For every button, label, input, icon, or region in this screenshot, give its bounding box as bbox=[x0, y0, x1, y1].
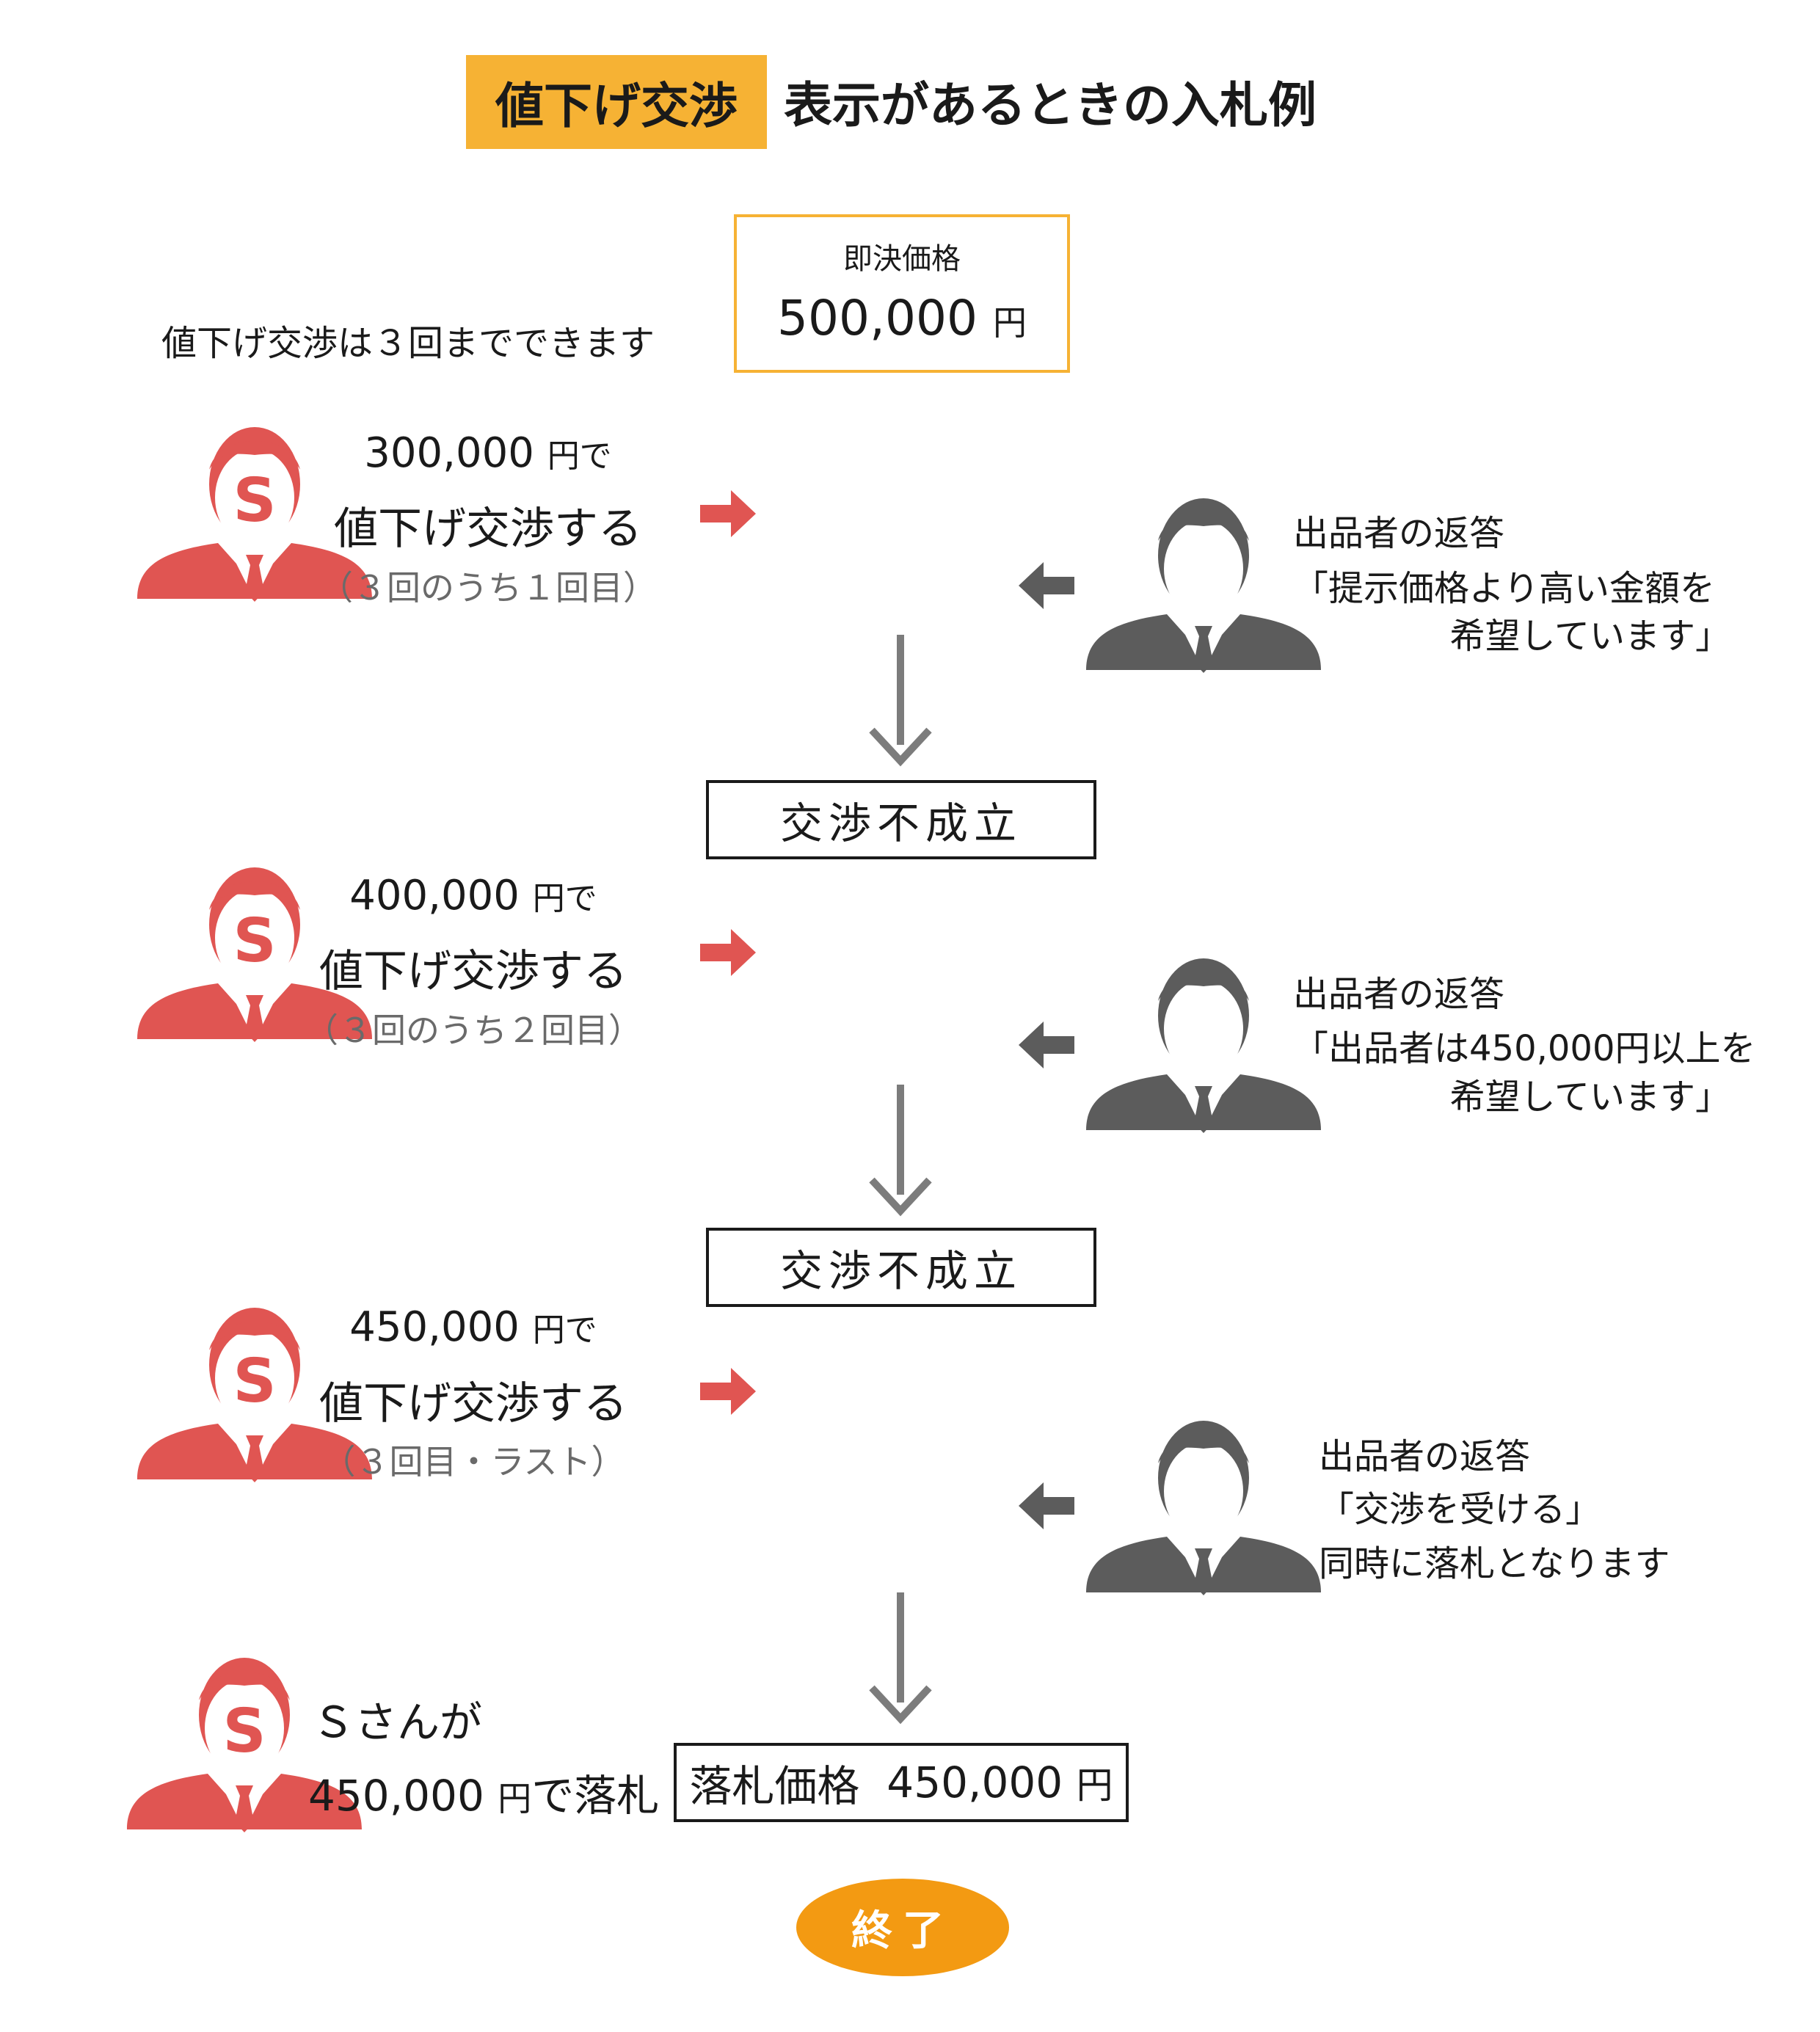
bid-amount-1: 300,000 円で bbox=[290, 429, 686, 477]
winner-suffix: で落札 bbox=[531, 1771, 660, 1821]
negotiation-limit-note: 値下げ交渉は３回までできます bbox=[161, 323, 655, 364]
reply-line2-1: 希望しています」 bbox=[1449, 616, 1730, 657]
bid-amount-value: 400,000 bbox=[349, 872, 520, 920]
winner-unit: 円 bbox=[498, 1779, 532, 1818]
seller-person-icon bbox=[1086, 1421, 1321, 1595]
bid-amount-2: 400,000 円で bbox=[275, 872, 671, 920]
arrow-right-icon bbox=[700, 1368, 756, 1415]
bid-action-3: 値下げ交渉する bbox=[319, 1378, 627, 1430]
winner-amount: 450,000 bbox=[308, 1771, 484, 1821]
arrow-right-icon bbox=[700, 490, 756, 537]
arrow-down-icon bbox=[869, 1592, 932, 1725]
buy-now-box bbox=[734, 214, 1070, 373]
result-text: 交渉不成立 bbox=[779, 1246, 1022, 1296]
buy-now-label: 即決価格 bbox=[843, 242, 961, 276]
winning-price-label: 落札価格 bbox=[689, 1761, 860, 1811]
result-box-1: 交渉不成立 bbox=[706, 780, 1096, 859]
arrow-down-icon bbox=[869, 1085, 932, 1217]
result-text: 交渉不成立 bbox=[779, 798, 1022, 848]
reply-title-3: 出品者の返答 bbox=[1319, 1436, 1531, 1477]
arrow-right-icon bbox=[700, 929, 756, 976]
winner-line2: 450,000 円で落札 bbox=[308, 1761, 659, 1823]
bid-amount-unit: 円で bbox=[547, 437, 612, 475]
title-badge: 値下げ交渉 bbox=[466, 55, 767, 149]
reply-line1-3: 「交渉を受ける」 bbox=[1319, 1489, 1601, 1530]
bid-amount-unit: 円で bbox=[532, 880, 597, 917]
title-badge-text: 値下げ交渉 bbox=[495, 78, 738, 134]
end-text: 終了 bbox=[851, 1907, 954, 1955]
winning-price-box: 落札価格 450,000 円 bbox=[674, 1743, 1129, 1822]
bid-amount-unit: 円で bbox=[532, 1311, 597, 1349]
buy-now-unit: 円 bbox=[992, 303, 1027, 343]
reply-line1-2: 「出品者は450,000円以上を bbox=[1293, 1028, 1756, 1069]
winning-price-amount: 450,000 bbox=[887, 1758, 1063, 1807]
buy-now-price: 500,000 円 bbox=[734, 290, 1070, 346]
reply-title-2: 出品者の返答 bbox=[1293, 974, 1505, 1015]
bid-amount-value: 450,000 bbox=[349, 1303, 520, 1351]
arrow-left-icon bbox=[1019, 1022, 1074, 1068]
end-badge: 終了 bbox=[796, 1879, 1009, 1976]
reply-line2-2: 希望しています」 bbox=[1449, 1077, 1730, 1118]
bid-count-1: （３回のうち１回目） bbox=[319, 568, 657, 608]
result-box-2: 交渉不成立 bbox=[706, 1228, 1096, 1307]
reply-title-1: 出品者の返答 bbox=[1293, 513, 1505, 554]
page-title: 表示があるときの入札例 bbox=[784, 77, 1317, 134]
bid-amount-value: 300,000 bbox=[364, 429, 534, 477]
reply-line1-1: 「提示価格より高い金額を bbox=[1293, 568, 1716, 609]
bid-action-1: 値下げ交渉する bbox=[334, 503, 642, 555]
bid-count-2: （３回のうち２回目） bbox=[305, 1010, 642, 1050]
winning-price-unit: 円 bbox=[1076, 1764, 1113, 1807]
bid-count-3: （３回目・ラスト） bbox=[321, 1442, 625, 1482]
winner-line1: Ｓさんが bbox=[312, 1697, 483, 1747]
bid-action-2: 値下げ交渉する bbox=[319, 946, 627, 997]
buy-now-amount: 500,000 bbox=[777, 290, 978, 346]
arrow-left-icon bbox=[1019, 562, 1074, 609]
bid-amount-3: 450,000 円で bbox=[275, 1303, 671, 1351]
arrow-down-icon bbox=[869, 635, 932, 767]
reply-line2-3: 同時に落札となります bbox=[1319, 1543, 1670, 1584]
arrow-left-icon bbox=[1019, 1482, 1074, 1529]
